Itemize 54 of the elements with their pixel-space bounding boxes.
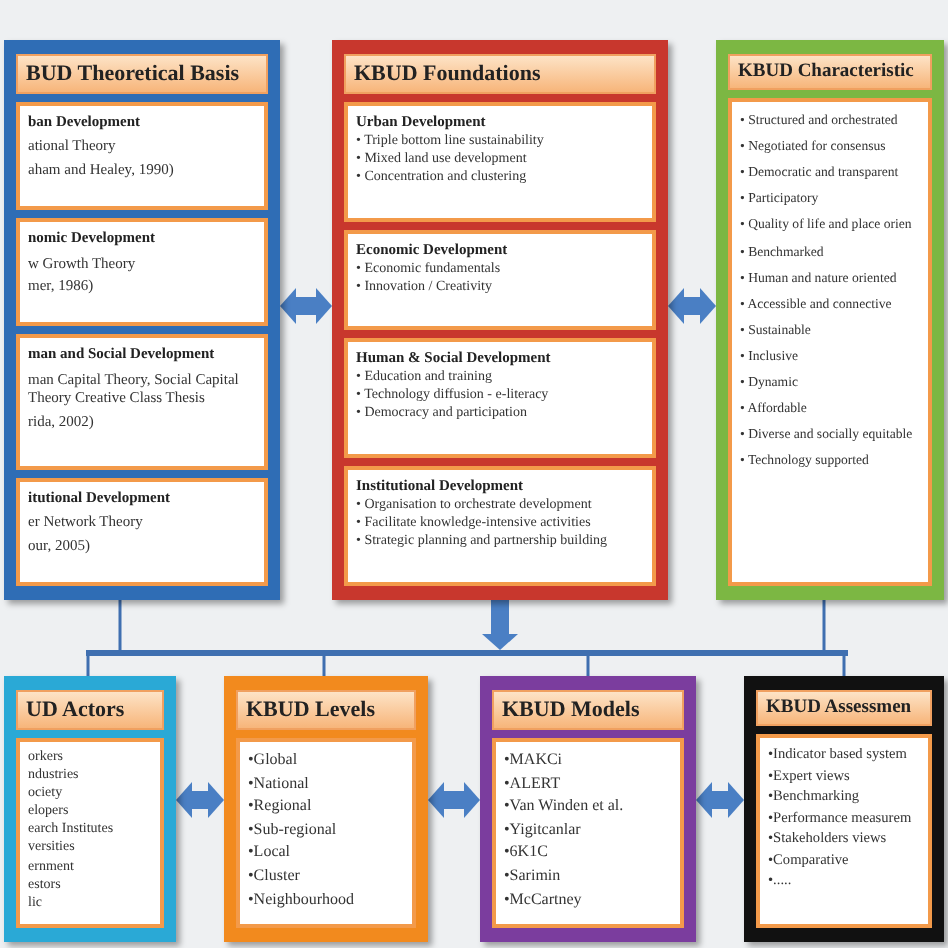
panel-heading: BUD Theoretical Basis	[16, 54, 268, 94]
panel-heading: UD Actors	[16, 690, 164, 730]
text-panel	[16, 738, 164, 928]
list-item: •Yigitcanlar	[504, 817, 583, 841]
text-panel	[236, 738, 416, 928]
connector-line	[322, 656, 326, 676]
text-panel	[344, 102, 656, 222]
connector-line	[822, 600, 826, 650]
panel	[4, 40, 280, 600]
panel-heading: KBUD Assessmen	[756, 690, 932, 726]
connector-line	[86, 656, 90, 676]
block-arrow	[482, 600, 518, 650]
text-panel	[728, 98, 932, 586]
panel	[224, 676, 428, 942]
list-item: •Local	[248, 840, 293, 864]
text-panel	[16, 218, 268, 327]
list-item: •Sarimin	[504, 863, 563, 888]
panel-heading: KBUD Foundations	[344, 54, 656, 94]
connector-line	[842, 656, 846, 676]
list-item: •ALERT	[504, 771, 563, 795]
panel	[4, 676, 176, 942]
panel-heading: KBUD Models	[492, 690, 684, 730]
list-item: •Cluster	[248, 863, 302, 888]
list-item: •Van Winden et al.	[504, 794, 626, 818]
connector-line	[118, 600, 122, 650]
connector-bar	[86, 650, 848, 656]
block-arrow	[428, 782, 480, 818]
block-arrow	[280, 288, 332, 324]
list-item: •McCartney	[504, 887, 584, 911]
block-arrow	[668, 288, 716, 324]
list-item: •MAKCi	[504, 748, 565, 772]
text-panel	[492, 738, 684, 928]
block-arrow	[696, 782, 744, 818]
text-panel	[344, 230, 656, 330]
text-panel	[16, 477, 268, 586]
panel	[716, 40, 944, 600]
panel	[332, 40, 668, 600]
list-item: •National	[248, 771, 311, 795]
connector-line	[586, 656, 590, 676]
text-panel	[344, 338, 656, 458]
text-panel	[16, 334, 268, 470]
list-item: •Sub-regional	[248, 817, 339, 841]
panel	[480, 676, 696, 942]
list-item: •Neighbourhood	[248, 887, 357, 911]
panel-heading: KBUD Levels	[236, 690, 416, 730]
panel	[744, 676, 944, 942]
list-item: •Regional	[248, 794, 314, 818]
text-panel	[16, 102, 268, 211]
text-panel	[344, 466, 656, 586]
list-item: •6K1C	[504, 840, 550, 864]
list-item: •Global	[248, 748, 300, 772]
panel-heading: KBUD Characteristic	[728, 54, 932, 90]
block-arrow	[176, 782, 224, 818]
text-panel	[756, 734, 932, 928]
